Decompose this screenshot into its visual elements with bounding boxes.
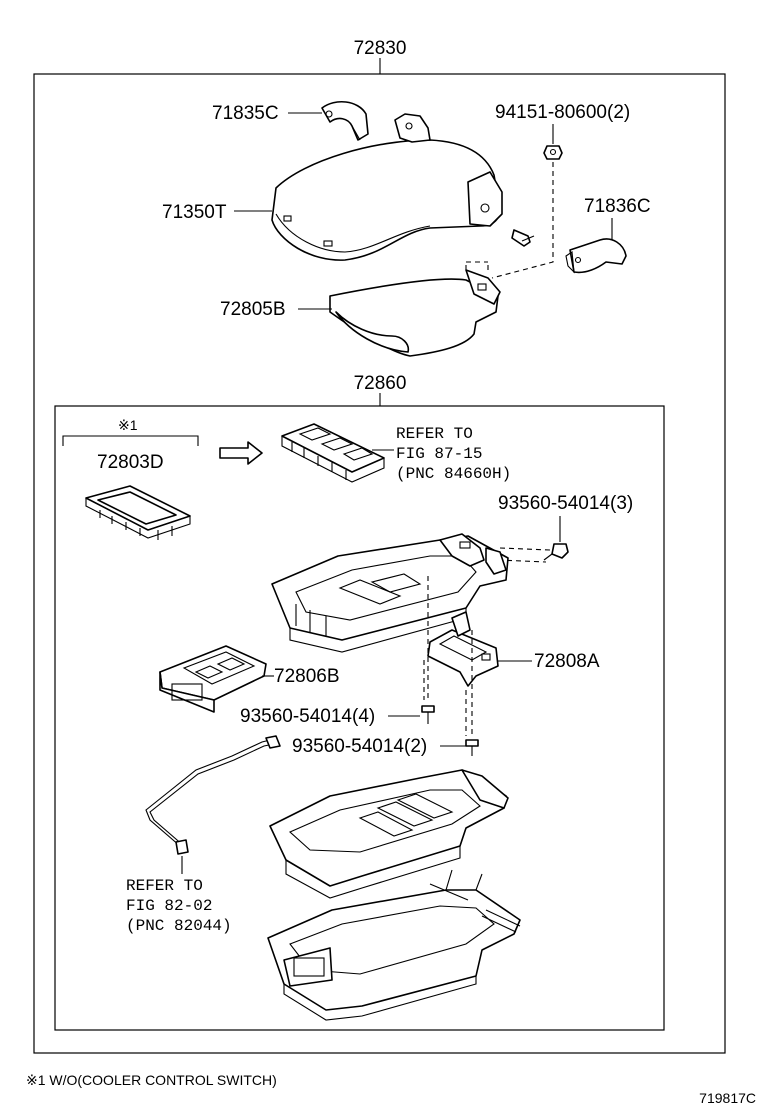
part-72806b	[159, 645, 267, 713]
part-outer-box	[267, 869, 521, 1021]
part-72808a	[427, 611, 499, 687]
label-72803d: 72803D	[97, 452, 164, 473]
label-93560-4: 93560-54014(4)	[240, 706, 375, 727]
bolt-icon	[511, 229, 535, 247]
part-72805b	[329, 261, 501, 357]
dash-94151	[491, 162, 554, 279]
label-refer1-line2: FIG 87-15	[396, 445, 482, 463]
dash-93560-3	[497, 547, 551, 563]
part-72803d	[85, 485, 191, 540]
label-refer2-line3: (PNC 82044)	[126, 917, 232, 935]
label-refer1-line1: REFER TO	[396, 425, 473, 443]
label-refer2-line1: REFER TO	[126, 877, 203, 895]
label-94151: 94151-80600(2)	[495, 102, 630, 123]
label-note-mark: ※1	[118, 417, 138, 433]
note-bracket	[62, 435, 199, 446]
part-71835c	[321, 101, 369, 141]
drawing-id: 719817C	[699, 1090, 756, 1106]
part-inner-box	[269, 769, 509, 899]
part-switch-panel	[281, 423, 385, 483]
bolt-icon	[465, 739, 479, 756]
dash-screw-right	[465, 630, 473, 736]
label-refer1-line3: (PNC 84660H)	[396, 465, 511, 483]
label-72805b: 72805B	[220, 299, 286, 320]
footer-note: ※1 W/O(COOLER CONTROL SWITCH)	[26, 1072, 277, 1088]
label-93560-3: 93560-54014(3)	[498, 493, 633, 514]
nut-icon	[543, 145, 563, 160]
assembly-72860-frame	[54, 405, 665, 1031]
dash-screw-left	[423, 576, 429, 700]
label-71835c: 71835C	[212, 103, 279, 124]
part-wire-harness	[145, 735, 281, 855]
part-71350t	[271, 113, 503, 261]
part-71836c	[565, 238, 627, 274]
label-93560-2: 93560-54014(2)	[292, 736, 427, 757]
label-71836c: 71836C	[584, 196, 651, 217]
label-72830: 72830	[354, 38, 407, 59]
part-console-tray	[271, 533, 509, 653]
label-72808a: 72808A	[534, 651, 600, 672]
label-72806b: 72806B	[274, 666, 340, 687]
label-72860: 72860	[354, 373, 407, 394]
label-refer2-line2: FIG 82-02	[126, 897, 212, 915]
label-71350t: 71350T	[162, 202, 227, 223]
bolt-icon	[543, 543, 569, 561]
bolt-icon	[421, 705, 435, 724]
right-arrow-icon	[219, 441, 263, 465]
